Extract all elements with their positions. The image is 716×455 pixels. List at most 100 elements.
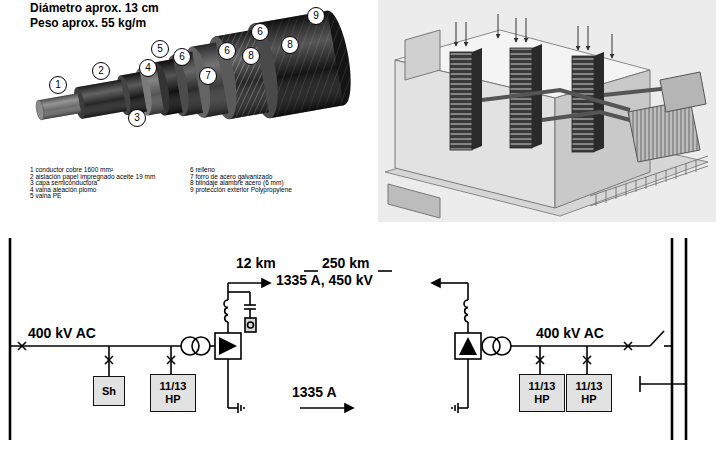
filter-box: 11/13 HP — [150, 374, 196, 412]
line-annotation: 250 km — [322, 255, 369, 271]
node-text: 9 — [313, 11, 319, 21]
converter-symbol — [455, 333, 481, 359]
converter-station-illustration — [378, 0, 716, 222]
node-text: 8 — [287, 40, 293, 50]
cooling-arrows — [516, 18, 517, 42]
building-block — [388, 184, 440, 218]
ground-symbol — [457, 403, 459, 413]
fence — [636, 180, 637, 192]
node-text: 4 — [145, 63, 151, 73]
node-text: 6 — [179, 52, 185, 62]
node-text: 5 — [157, 44, 163, 54]
dc-filter — [248, 322, 254, 328]
part-legend-line: 1 conductor cobre 1600 mm² — [30, 166, 113, 173]
converter-symbol — [459, 337, 477, 355]
busbar — [9, 238, 12, 440]
callout-number: 6 — [218, 42, 236, 60]
fence — [616, 187, 617, 199]
ground-symbol — [237, 403, 239, 413]
switch-symbol — [640, 383, 686, 385]
part-legend-line: 3 capa semiconductora — [30, 179, 97, 186]
node-text: 2 — [98, 66, 104, 76]
smoothing-reactor — [227, 322, 229, 333]
fence — [606, 191, 607, 203]
callout-number: 2 — [92, 62, 110, 80]
dc-filter — [245, 318, 256, 332]
busbar — [685, 238, 688, 440]
current-arrow — [300, 407, 345, 409]
transformer-unit — [628, 72, 706, 162]
transformer-symbol — [192, 337, 210, 355]
node-text: 6 — [257, 27, 263, 37]
line-annotation: 400 kV AC — [536, 325, 604, 341]
cooling-arrows — [456, 14, 612, 58]
single-line-diagram — [10, 238, 686, 440]
ground-symbol — [228, 407, 238, 409]
ground-symbol — [467, 359, 469, 408]
converter-symbol — [215, 333, 481, 359]
cable-illustration — [38, 93, 81, 120]
ground-symbol — [458, 407, 468, 409]
cooling-arrows — [588, 26, 589, 50]
filter-box: 11/13 HP — [566, 374, 612, 412]
ground-symbol — [227, 359, 229, 408]
node-text: 3 — [134, 113, 140, 123]
line-annotation: 1335 A — [292, 384, 337, 400]
cable-diameter: Diámetro aprox. 13 cm — [30, 2, 159, 16]
cooling-arrows — [498, 14, 499, 38]
cable-illustration — [38, 93, 81, 120]
current-arrow — [300, 404, 353, 412]
dc-filter — [228, 292, 256, 332]
callout-number: 7 — [199, 67, 217, 85]
callout-number: 6 — [173, 48, 191, 66]
part-legend-line: 5 vaina PE — [30, 192, 61, 199]
dc-filter — [249, 309, 251, 318]
dc-line — [440, 282, 468, 284]
dc-line — [228, 282, 262, 284]
fence — [656, 174, 657, 186]
ac-line — [511, 345, 650, 347]
ground-symbol — [228, 359, 468, 413]
fence — [590, 166, 708, 206]
branch-line — [108, 346, 110, 376]
valve-tower — [572, 56, 594, 152]
valve-tower — [450, 52, 472, 150]
branch-line — [586, 346, 588, 374]
breaker-symbol — [18, 342, 26, 350]
busbar — [671, 238, 674, 440]
fence — [686, 163, 687, 175]
converter-station-illustration — [378, 0, 716, 222]
converter-station-illustration — [405, 30, 440, 80]
fence — [696, 160, 697, 172]
fence — [590, 156, 708, 196]
part-legend-line: 9 protección exterior Polypropylene — [190, 186, 292, 193]
cable-weight: Peso aprox. 55 kg/m — [30, 17, 146, 31]
switch-symbol — [650, 331, 664, 346]
callout-number: 3 — [128, 109, 146, 127]
dc-filter — [244, 304, 256, 306]
fence — [646, 177, 647, 189]
branch-line — [170, 346, 172, 374]
part-legend-line: 4 vaina aleación plomo — [30, 186, 97, 193]
callout-number: 4 — [139, 59, 157, 77]
node-text: Sh — [102, 385, 116, 398]
ground-symbol — [243, 407, 245, 409]
callout-number: 9 — [307, 7, 325, 25]
node-text: 7 — [205, 71, 211, 81]
filter-box: 11/13 HP — [519, 374, 565, 412]
node-text: 1 — [55, 80, 61, 90]
smoothing-reactor — [464, 300, 468, 322]
node-text: 11/13 HP — [522, 380, 562, 405]
current-arrow — [345, 404, 353, 412]
transformer-unit — [628, 100, 700, 162]
smoothing-reactor — [224, 300, 228, 322]
dc-line — [467, 283, 469, 300]
valve-tower — [532, 44, 542, 148]
ac-line — [10, 345, 181, 347]
part-legend-line: 6 relleno — [190, 166, 215, 173]
callout-number: 8 — [281, 36, 299, 54]
fence — [666, 170, 667, 182]
ground-symbol — [240, 405, 242, 411]
part-legend-line: 8 blindaje alambre acero (6 mm) — [190, 179, 284, 186]
line-annotation: 12 km — [236, 255, 276, 271]
